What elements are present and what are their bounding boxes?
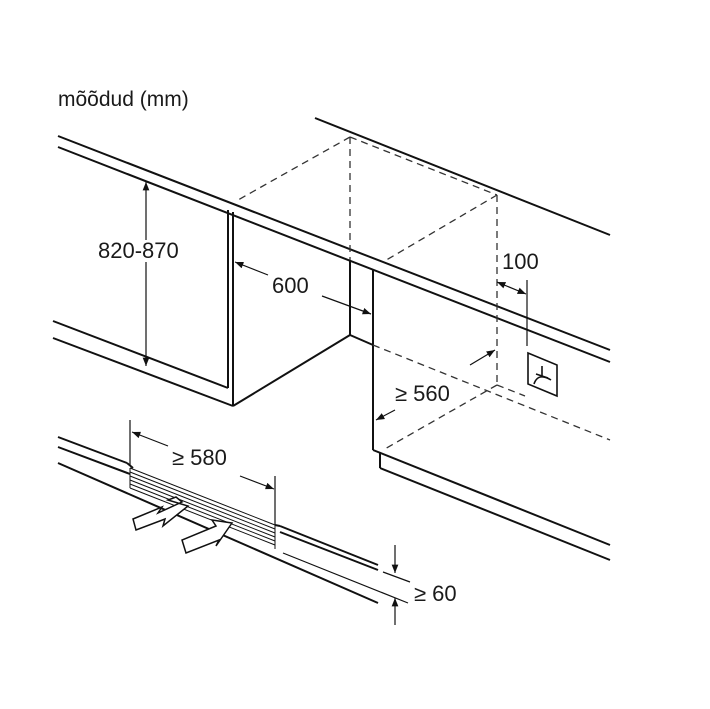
- airflow-in-arrow-icon: [181, 519, 234, 554]
- right-cabinet: [372, 270, 611, 561]
- vent-width-label: ≥ 580: [172, 445, 227, 470]
- plinth-gap-label: ≥ 60: [414, 581, 457, 606]
- ventilation-grille: [129, 467, 276, 549]
- height-dimension-label: 820-870: [98, 238, 179, 263]
- socket-offset-label: 100: [502, 249, 539, 274]
- dimension-lines: [129, 182, 528, 625]
- depth-dimension-label: 600: [272, 273, 309, 298]
- socket-icon: [527, 351, 558, 398]
- niche-outline: [237, 136, 611, 451]
- left-cabinet: [52, 210, 374, 407]
- diagram-title: mõõdud (mm): [58, 88, 189, 111]
- airflow-out-arrow-icon: [132, 496, 190, 531]
- countertop: [57, 117, 611, 363]
- niche-depth-label: ≥ 560: [395, 381, 450, 406]
